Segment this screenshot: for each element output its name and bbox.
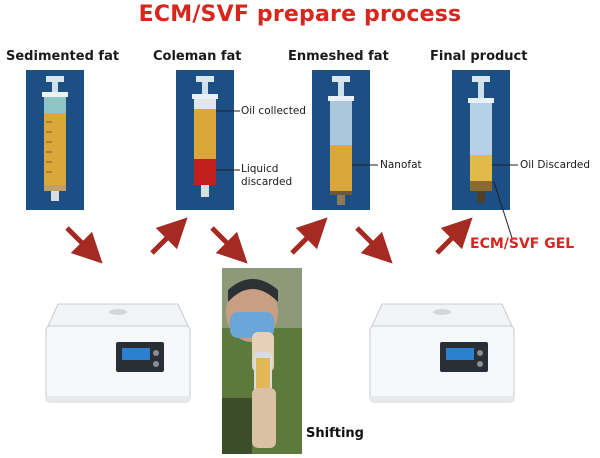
liquid-discarded-label-line2: discarded [241, 176, 293, 188]
oil-discarded-label: Oil Discarded [520, 159, 591, 171]
liquid-discarded-label-line1: Liquicd [241, 163, 279, 175]
arrow-up-right-1 [150, 217, 188, 255]
stage-label-sedimented-fat: Sedimented fat [6, 49, 120, 64]
final-product-syringe-photo [452, 70, 510, 210]
arrow-down-right-1 [65, 226, 103, 264]
nanofat-label: Nanofat [380, 159, 422, 171]
oil-collected-label: Oil collected [241, 105, 306, 117]
shifting-label: Shifting [306, 426, 364, 441]
page-title: ECM/SVF prepare process [138, 2, 462, 27]
enmeshed-fat-syringe-photo [312, 70, 370, 210]
stage-label-enmeshed-fat: Enmeshed fat [288, 49, 389, 64]
shifting-photo [222, 268, 302, 454]
centrifuge-right [362, 290, 522, 408]
arrow-up-right-2 [290, 217, 328, 255]
ecm-svf-gel-label: ECM/SVF GEL [470, 236, 575, 252]
arrow-down-right-2 [210, 226, 248, 264]
centrifuge-left [38, 290, 198, 408]
arrow-up-right-3 [435, 217, 473, 255]
stage-label-coleman-fat: Coleman fat [153, 49, 242, 64]
arrow-down-right-3 [355, 226, 393, 264]
stage-label-final-product: Final product [430, 49, 528, 64]
coleman-fat-syringe-photo [176, 70, 234, 210]
sedimented-fat-syringe-photo [26, 70, 84, 210]
